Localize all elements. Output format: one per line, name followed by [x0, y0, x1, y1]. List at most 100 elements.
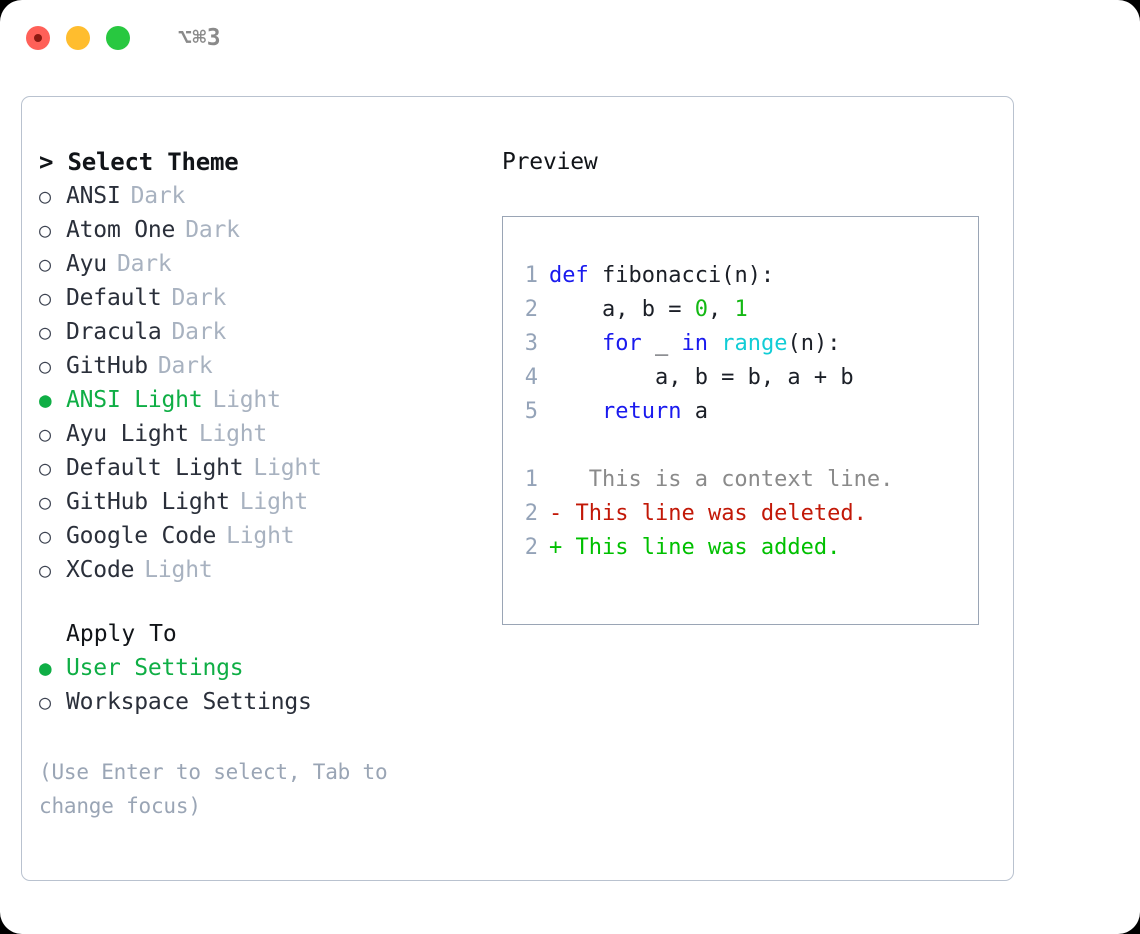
radio-empty-icon: ○ — [39, 456, 51, 480]
line-number: 4 — [524, 365, 538, 390]
apply-to-heading: Apply To — [66, 621, 177, 647]
theme-name: Default Light — [66, 455, 244, 481]
theme-category-tag: Dark — [130, 183, 186, 209]
radio-empty-icon: ○ — [39, 690, 51, 714]
line-number: 2 — [524, 535, 538, 560]
code-token: range — [721, 331, 788, 356]
diff-sample: 1 This is a context line.2- This line wa… — [503, 463, 978, 565]
diff-text: This is a context line. — [562, 467, 894, 492]
theme-name: GitHub Light — [66, 489, 230, 515]
keyboard-shortcut-label: ⌥⌘3 — [178, 25, 222, 51]
radio-empty-icon: ○ — [39, 252, 51, 276]
apply-to-label: User Settings — [66, 655, 244, 681]
diff-line: 2- This line was deleted. — [503, 497, 978, 531]
window-controls — [26, 26, 130, 50]
theme-list-item[interactable]: ○ Ayu Dark — [39, 247, 484, 281]
theme-name: ANSI Light — [66, 387, 203, 413]
radio-empty-icon: ○ — [39, 422, 51, 446]
maximize-button[interactable] — [106, 26, 130, 50]
preview-heading: Preview — [502, 149, 598, 175]
code-token: def — [549, 263, 589, 288]
theme-category-tag: Light — [144, 557, 213, 583]
line-number: 5 — [524, 399, 538, 424]
spacer — [39, 587, 484, 617]
radio-empty-icon: ○ — [39, 354, 51, 378]
apply-to-list[interactable]: ● User Settings ○ Workspace Settings — [39, 651, 484, 719]
radio-empty-icon: ○ — [39, 524, 51, 548]
code-token: a — [681, 399, 708, 424]
apply-to-option[interactable]: ○ Workspace Settings — [39, 685, 484, 719]
theme-list-item[interactable]: ○ Default Light Light — [39, 451, 484, 485]
theme-name: XCode — [66, 557, 135, 583]
theme-list-item[interactable]: ○ XCode Light — [39, 553, 484, 587]
minimize-button[interactable] — [66, 26, 90, 50]
theme-category-tag: Light — [212, 387, 281, 413]
code-token: for — [601, 331, 642, 356]
apply-to-option[interactable]: ● User Settings — [39, 651, 484, 685]
theme-category-tag: Light — [226, 523, 295, 549]
code-token — [549, 331, 602, 356]
code-token — [549, 399, 602, 424]
radio-empty-icon: ○ — [39, 184, 51, 208]
close-button[interactable] — [26, 26, 50, 50]
code-token: 1 — [734, 297, 748, 322]
keyboard-hint: (Use Enter to select, Tab to change focu… — [39, 760, 388, 818]
theme-category-tag: Light — [253, 455, 322, 481]
code-text: for _ in range(n): — [549, 327, 840, 361]
radio-empty-icon: ○ — [39, 558, 51, 582]
code-line: 2 a, b = 0, 1 — [503, 293, 978, 327]
diff-sign — [549, 463, 562, 497]
theme-name: GitHub — [66, 353, 148, 379]
radio-empty-icon: ○ — [39, 490, 51, 514]
radio-empty-icon: ○ — [39, 286, 51, 310]
theme-name: ANSI — [66, 183, 121, 209]
code-line: 3 for _ in range(n): — [503, 327, 978, 361]
code-text: a, b = b, a + b — [549, 361, 854, 395]
spacer — [503, 429, 978, 463]
code-token: in — [681, 331, 708, 356]
code-token: a, b = b, a + b — [549, 365, 854, 390]
theme-list-item[interactable]: ○ Default Dark — [39, 281, 484, 315]
theme-category-tag: Dark — [171, 319, 227, 345]
theme-list-item[interactable]: ○ ANSI Dark — [39, 179, 484, 213]
theme-category-tag: Dark — [171, 285, 227, 311]
theme-name: Ayu — [66, 251, 107, 277]
titlebar: ⌥⌘3 — [0, 0, 1140, 76]
diff-line: 1 This is a context line. — [503, 463, 978, 497]
radio-selected-icon: ● — [39, 656, 52, 680]
diff-line: 2+ This line was added. — [503, 531, 978, 565]
diff-text: This line was deleted. — [562, 501, 867, 526]
theme-list-item[interactable]: ● ANSI Light Light — [39, 383, 484, 417]
theme-picker-heading: > Select Theme — [39, 148, 239, 176]
code-token — [708, 331, 721, 356]
code-text: a, b = 0, 1 — [549, 293, 748, 327]
line-number: 3 — [524, 331, 538, 356]
theme-category-tag: Dark — [116, 251, 172, 277]
code-text: return a — [549, 395, 708, 429]
theme-name: Default — [66, 285, 162, 311]
radio-empty-icon: ○ — [39, 218, 51, 242]
theme-name: Atom One — [66, 217, 176, 243]
theme-category-tag: Dark — [157, 353, 213, 379]
theme-name: Dracula — [66, 319, 162, 345]
code-line: 5 return a — [503, 395, 978, 429]
code-token: _ — [641, 331, 682, 356]
line-number: 2 — [524, 297, 538, 322]
code-token: , — [707, 297, 735, 322]
radio-selected-icon: ● — [39, 388, 52, 412]
code-text: def fibonacci(n): — [549, 259, 774, 293]
apply-to-label: Workspace Settings — [66, 689, 312, 715]
theme-list-item[interactable]: ○ GitHub Dark — [39, 349, 484, 383]
